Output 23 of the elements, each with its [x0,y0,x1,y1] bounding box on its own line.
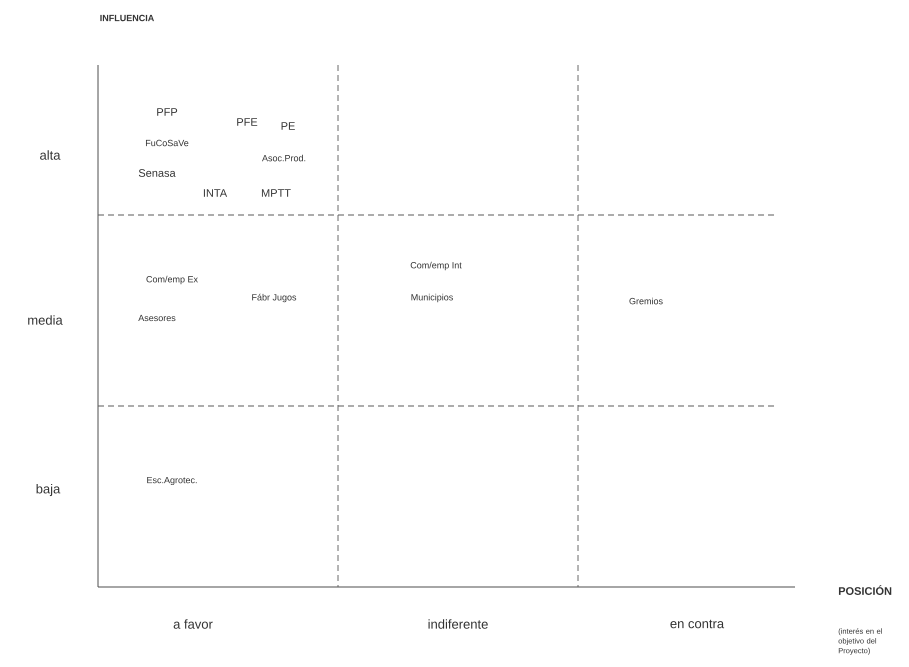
stakeholder-label: Municipios [411,294,453,302]
column-label: a favor [174,619,213,629]
stakeholder-label: Asesores [138,314,176,322]
row-label: alta [40,150,60,160]
stakeholder-label: PFP [157,108,178,116]
stakeholder-label: FuCoSaVe [146,140,188,146]
row-label: baja [36,484,60,496]
stakeholder-label: PFE [237,118,258,126]
axis-title: POSICIÓN [838,585,892,595]
stakeholder-label: PE [282,122,295,130]
column-label: indiferente [428,619,488,629]
column-label: en contra [670,620,724,628]
stakeholder-label: Com/emp Int [410,262,462,270]
stakeholder-label: MPTT [262,189,291,197]
axis-title: INFLUENCIA [100,14,154,22]
stakeholder-label: Com/emp Ex [146,276,198,284]
stakeholder-label: Gremios [629,298,663,304]
stakeholder-label: Asoc.Prod. [262,154,306,162]
stakeholder-label: Senasa [138,169,176,177]
stakeholder-label: Fábr Jugos [252,294,296,302]
stakeholder-label: Esc.Agrotec. [147,476,197,486]
stakeholder-label: INTA [204,189,228,197]
row-label: media [28,315,63,325]
